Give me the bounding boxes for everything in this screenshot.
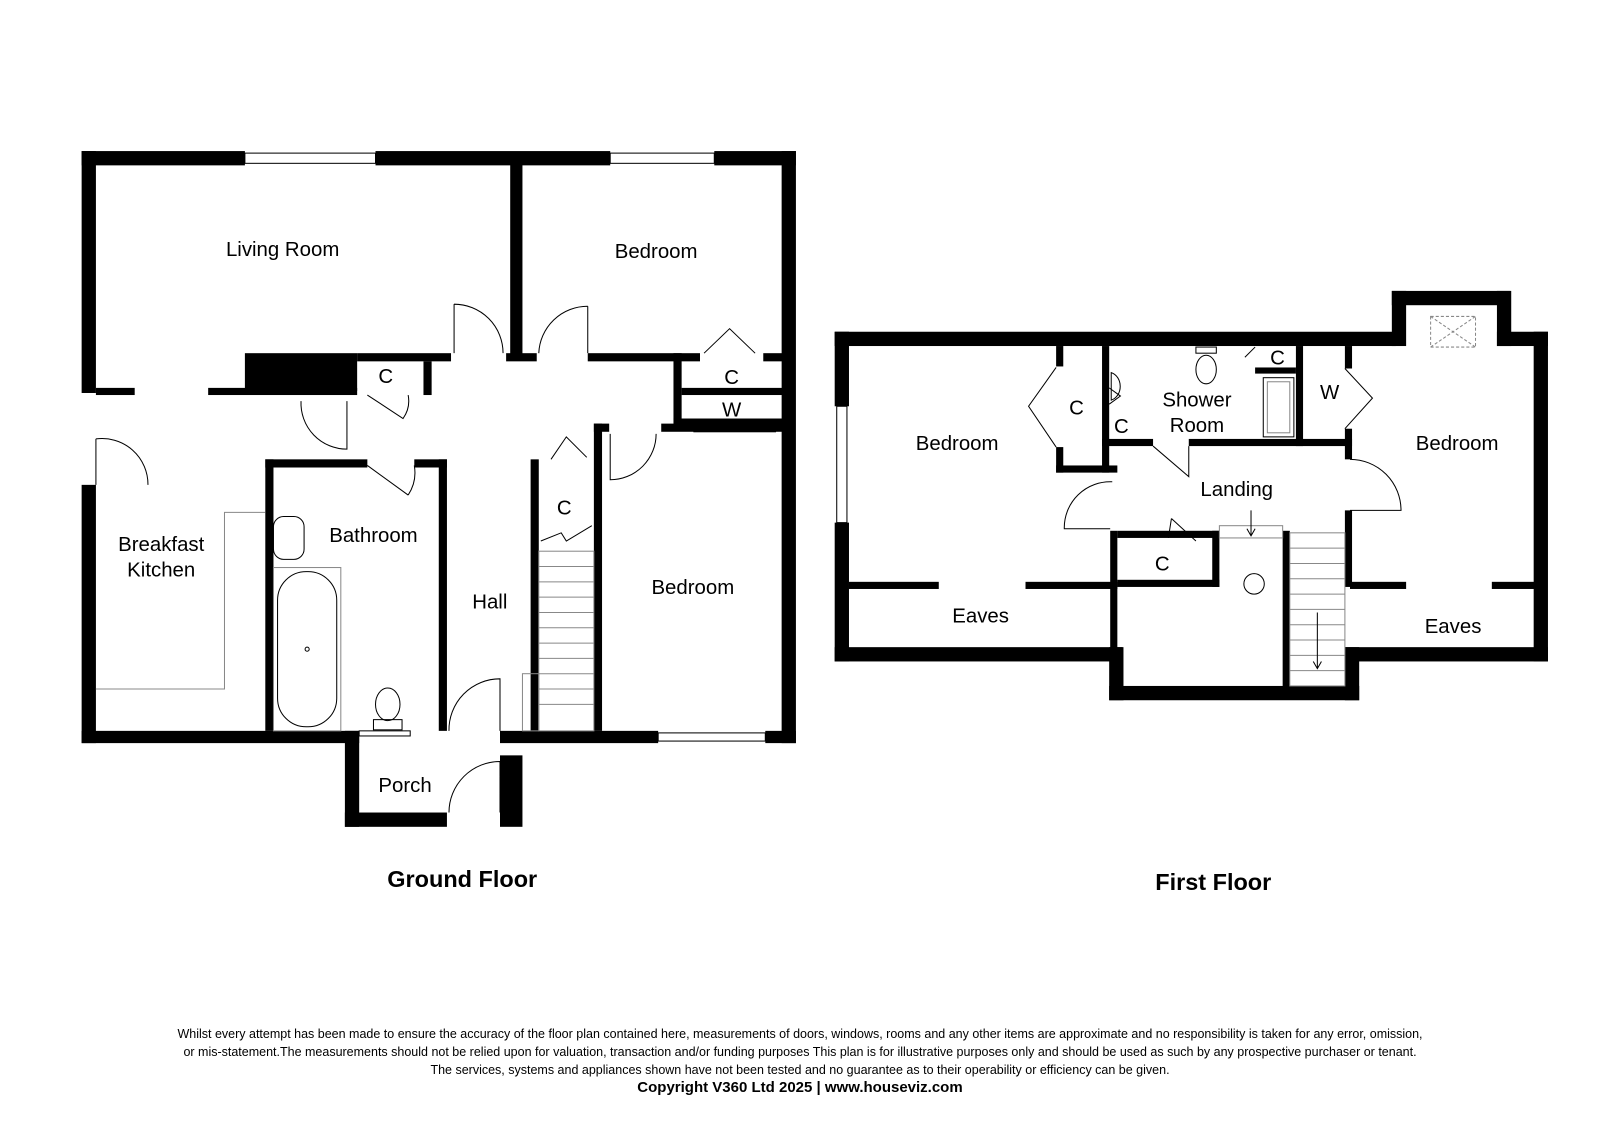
first-floor-title: First Floor (1155, 869, 1271, 895)
room-label-bedroom: Bedroom (1416, 433, 1499, 455)
room-label-breakfast-kitchen: Kitchen (127, 560, 195, 582)
room-label-cupboard: C (378, 366, 393, 388)
room-label-porch: Porch (378, 775, 431, 797)
first-floor-plan: Bedroom Bedroom Shower Room Landing Eave… (834, 290, 1548, 895)
room-label-wardrobe: W (722, 399, 742, 421)
room-label-cupboard: C (1069, 397, 1084, 419)
room-label-shower-room: Shower (1162, 389, 1231, 411)
room-label-eaves: Eaves (952, 606, 1009, 628)
room-label-bedroom: Bedroom (916, 433, 999, 455)
room-label-hall: Hall (472, 591, 507, 613)
ground-floor-plan: Living Room Bedroom Bedroom Breakfast Ki… (81, 151, 796, 892)
disclaimer: Whilst every attempt has been made to en… (0, 1025, 1600, 1097)
disclaimer-line: The services, systems and appliances sho… (430, 1063, 1170, 1077)
room-label-cupboard: C (1114, 416, 1129, 438)
room-label-cupboard: C (1155, 554, 1170, 576)
room-label-eaves: Eaves (1425, 616, 1482, 638)
disclaimer-line: Whilst every attempt has been made to en… (177, 1027, 1423, 1041)
ground-stairs (521, 525, 595, 732)
disclaimer-line: or mis-statement.The measurements should… (183, 1045, 1417, 1059)
room-label-shower-room: Room (1170, 415, 1224, 437)
room-label-cupboard: C (1270, 347, 1285, 369)
room-label-bathroom: Bathroom (329, 525, 417, 547)
copyright: Copyright V360 Ltd 2025 | www.houseviz.c… (637, 1079, 963, 1096)
room-label-cupboard: C (557, 497, 572, 519)
first-floor-stairs (1218, 510, 1346, 687)
room-label-bedroom: Bedroom (615, 241, 698, 263)
room-label-breakfast-kitchen: Breakfast (118, 534, 205, 556)
room-label-living-room: Living Room (226, 239, 339, 261)
room-label-wardrobe: W (1320, 382, 1340, 404)
ground-floor-title: Ground Floor (387, 866, 537, 892)
room-label-landing: Landing (1200, 479, 1273, 501)
room-label-cupboard: C (724, 367, 739, 389)
room-label-bedroom: Bedroom (651, 577, 734, 599)
